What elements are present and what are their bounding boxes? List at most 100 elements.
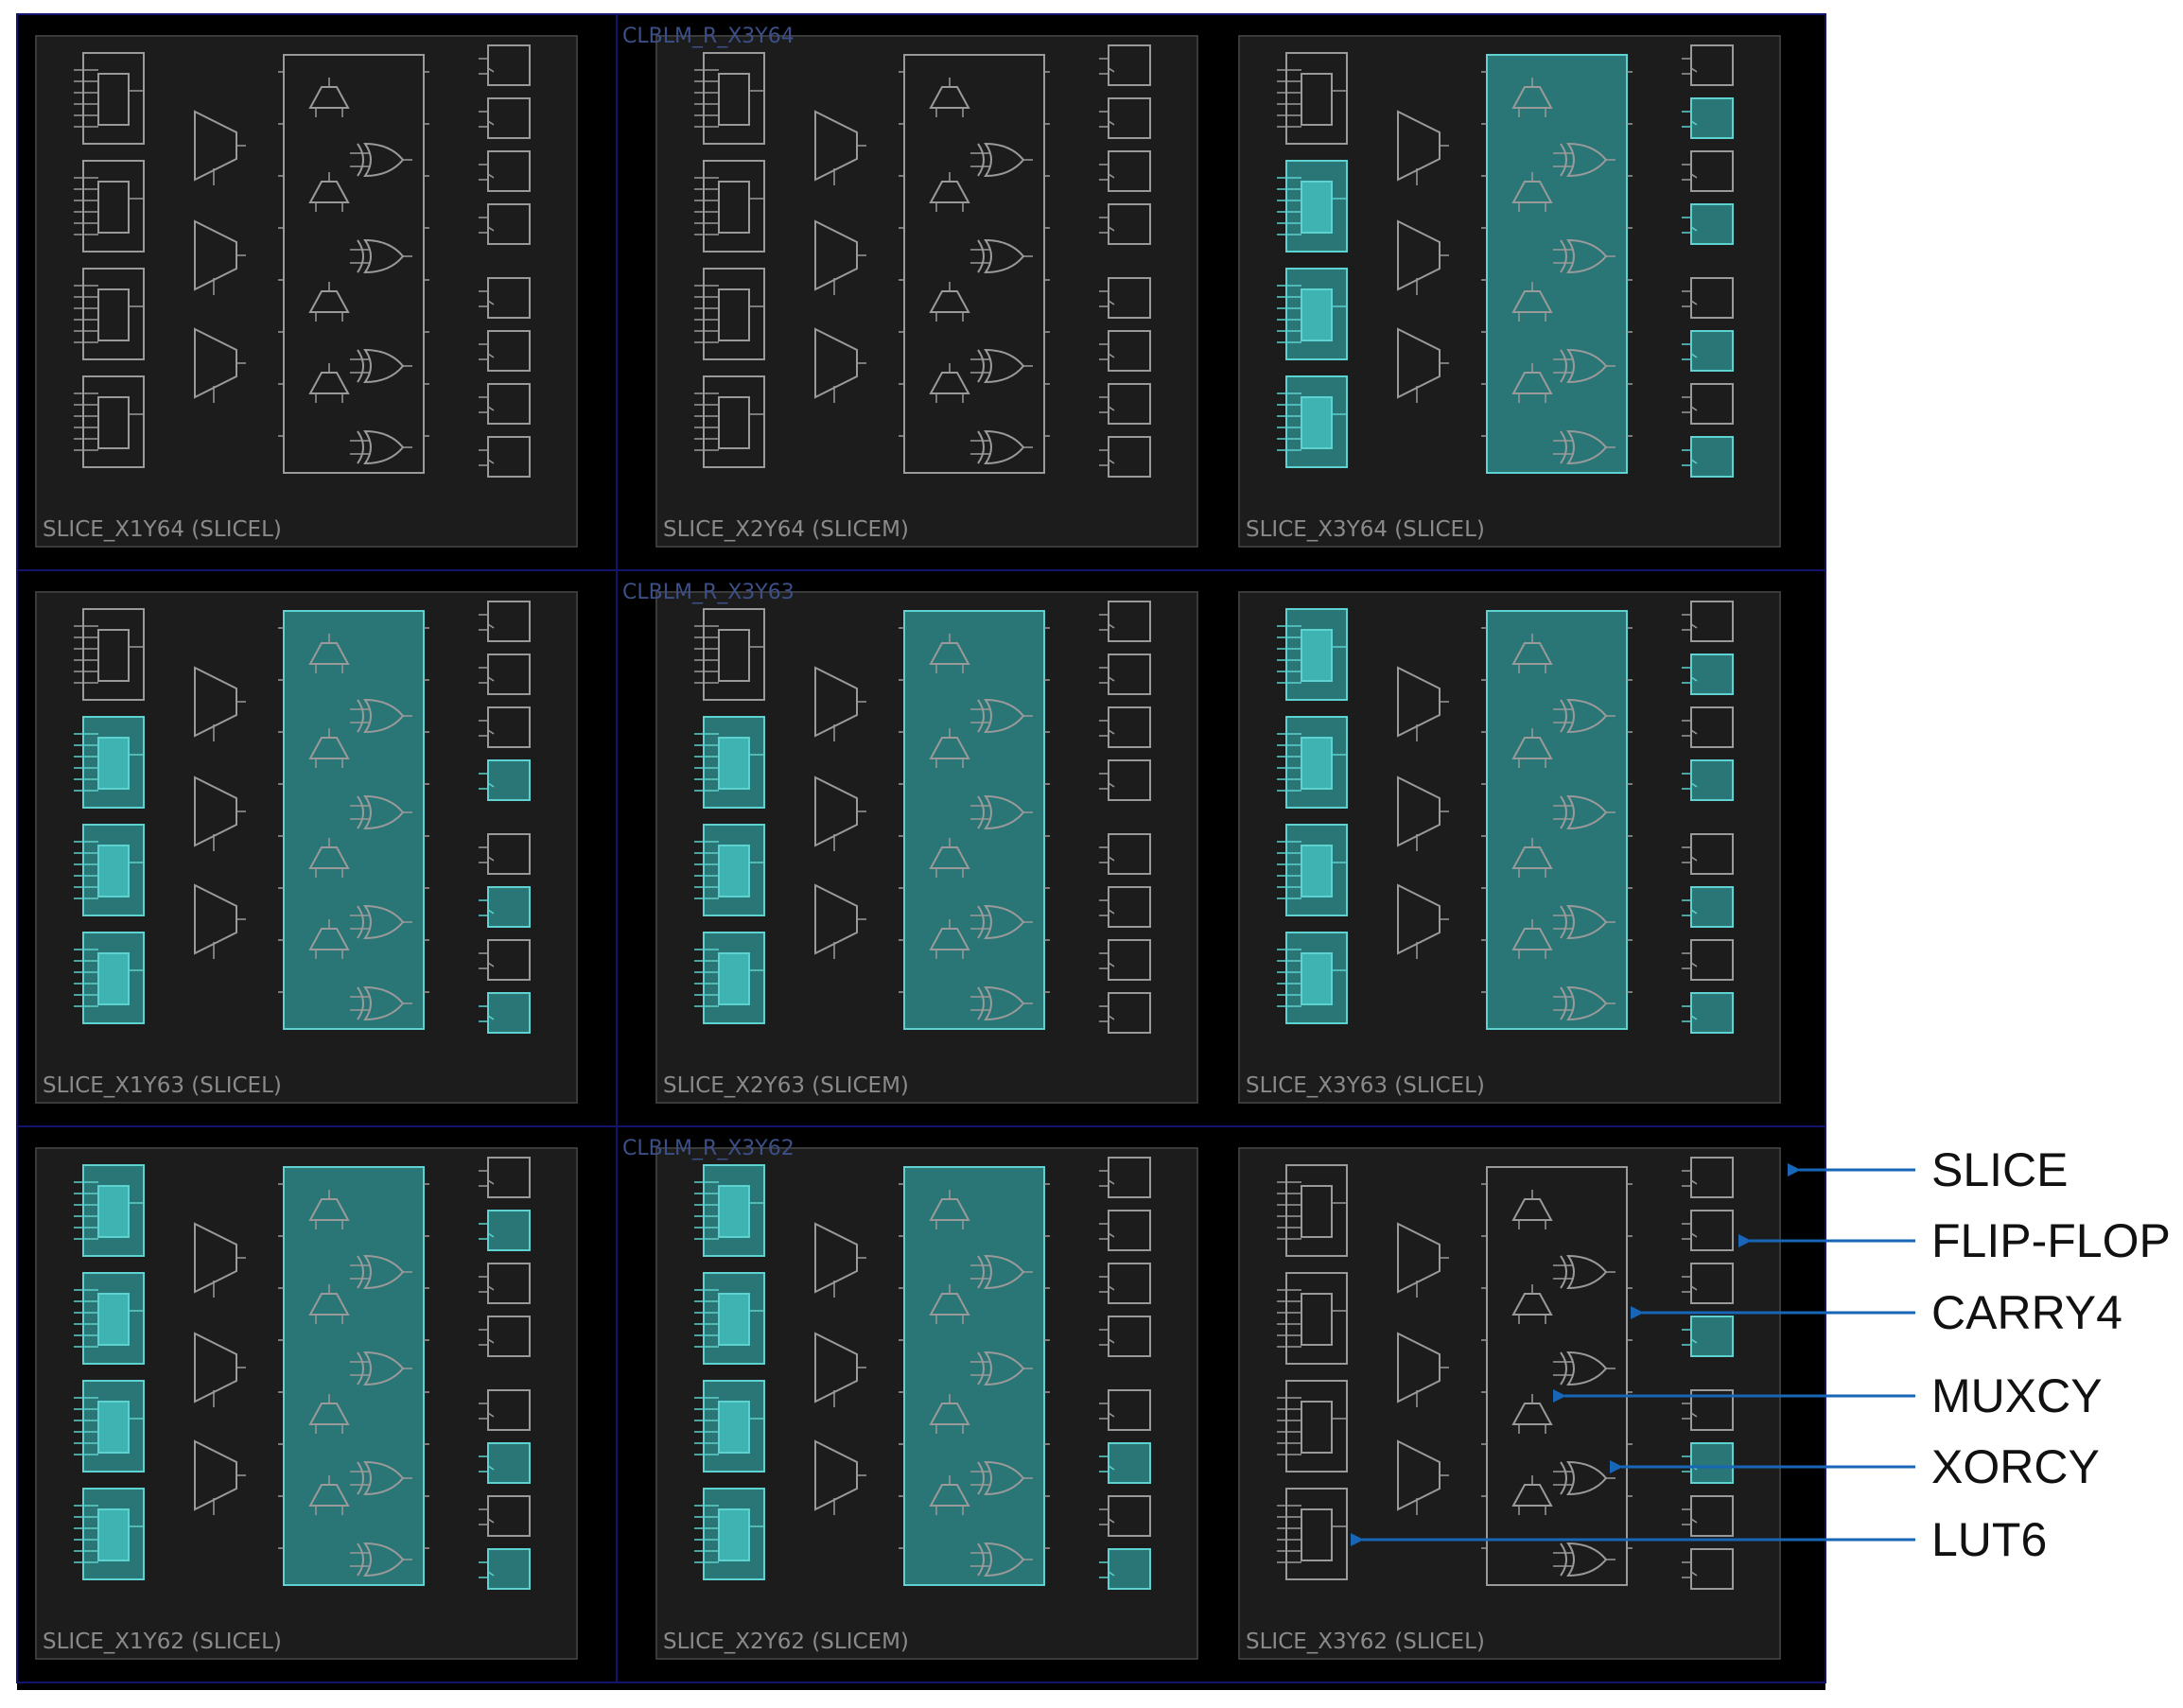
flip-flop[interactable] <box>1682 1316 1734 1357</box>
muxcy[interactable] <box>929 1394 970 1434</box>
lut6[interactable] <box>74 268 145 360</box>
lut6[interactable] <box>694 932 765 1024</box>
xorcy[interactable] <box>350 238 412 274</box>
lut6[interactable] <box>74 1488 145 1580</box>
xorcy[interactable] <box>1553 429 1615 465</box>
muxcy[interactable] <box>308 172 350 212</box>
f-mux[interactable] <box>1397 666 1449 741</box>
lut6[interactable] <box>1277 375 1348 468</box>
carry4[interactable] <box>1481 1166 1633 1586</box>
flip-flop[interactable] <box>1099 1316 1151 1357</box>
flip-flop[interactable] <box>1682 833 1734 875</box>
flip-flop[interactable] <box>1099 203 1151 245</box>
muxcy[interactable] <box>929 634 970 673</box>
f-mux[interactable] <box>1397 110 1449 185</box>
flip-flop[interactable] <box>479 1263 531 1304</box>
flip-flop[interactable] <box>479 886 531 928</box>
muxcy[interactable] <box>929 363 970 403</box>
flip-flop[interactable] <box>1682 886 1734 928</box>
muxcy[interactable] <box>1511 1394 1553 1434</box>
f-mux[interactable] <box>194 883 246 959</box>
xorcy[interactable] <box>970 985 1033 1021</box>
xorcy[interactable] <box>970 1460 1033 1496</box>
lut6[interactable] <box>74 824 145 916</box>
lut6[interactable] <box>1277 1272 1348 1365</box>
flip-flop[interactable] <box>479 97 531 139</box>
muxcy[interactable] <box>308 919 350 959</box>
lut6[interactable] <box>694 1164 765 1257</box>
flip-flop[interactable] <box>1682 1442 1734 1484</box>
muxcy[interactable] <box>1511 919 1553 959</box>
f-mux[interactable] <box>1397 1222 1449 1298</box>
flip-flop[interactable] <box>1099 1548 1151 1590</box>
xorcy[interactable] <box>970 794 1033 830</box>
lut6[interactable] <box>1277 1488 1348 1580</box>
f-mux[interactable] <box>1397 883 1449 959</box>
lut6[interactable] <box>1277 716 1348 809</box>
muxcy[interactable] <box>1511 363 1553 403</box>
xorcy[interactable] <box>1553 985 1615 1021</box>
muxcy[interactable] <box>1511 1284 1553 1324</box>
f-mux[interactable] <box>814 666 866 741</box>
flip-flop[interactable] <box>479 759 531 801</box>
flip-flop[interactable] <box>1682 706 1734 748</box>
xorcy[interactable] <box>1553 348 1615 384</box>
f-mux[interactable] <box>814 1439 866 1515</box>
xorcy[interactable] <box>1553 1542 1615 1577</box>
xorcy[interactable] <box>1553 1460 1615 1496</box>
xorcy[interactable] <box>350 1254 412 1290</box>
flip-flop[interactable] <box>1099 1263 1151 1304</box>
muxcy[interactable] <box>308 1394 350 1434</box>
flip-flop[interactable] <box>479 939 531 981</box>
flip-flop[interactable] <box>1099 886 1151 928</box>
muxcy[interactable] <box>929 1475 970 1515</box>
flip-flop[interactable] <box>479 277 531 319</box>
lut6[interactable] <box>74 1272 145 1365</box>
flip-flop[interactable] <box>479 1442 531 1484</box>
flip-flop[interactable] <box>479 992 531 1034</box>
lut6[interactable] <box>74 1164 145 1257</box>
flip-flop[interactable] <box>1099 1442 1151 1484</box>
f-mux[interactable] <box>1397 327 1449 403</box>
slice-2[interactable]: SLICE_X3Y62 (SLICEL) <box>1238 1147 1781 1660</box>
carry4[interactable] <box>899 610 1050 1030</box>
xorcy[interactable] <box>350 794 412 830</box>
xorcy[interactable] <box>1553 698 1615 734</box>
muxcy[interactable] <box>929 728 970 768</box>
flip-flop[interactable] <box>479 1210 531 1251</box>
muxcy[interactable] <box>308 1475 350 1515</box>
lut6[interactable] <box>1277 52 1348 145</box>
muxcy[interactable] <box>1511 172 1553 212</box>
f-mux[interactable] <box>194 1439 246 1515</box>
xorcy[interactable] <box>970 698 1033 734</box>
muxcy[interactable] <box>308 282 350 322</box>
flip-flop[interactable] <box>1682 150 1734 192</box>
flip-flop[interactable] <box>479 1548 531 1590</box>
lut6[interactable] <box>74 1380 145 1473</box>
xorcy[interactable] <box>970 1351 1033 1386</box>
carry4[interactable] <box>1481 610 1633 1030</box>
f-mux[interactable] <box>814 1332 866 1407</box>
lut6[interactable] <box>1277 1164 1348 1257</box>
muxcy[interactable] <box>929 282 970 322</box>
flip-flop[interactable] <box>1099 939 1151 981</box>
slice-0[interactable]: SLICE_X1Y62 (SLICEL) <box>35 1147 578 1660</box>
flip-flop[interactable] <box>1682 939 1734 981</box>
carry4[interactable] <box>899 54 1050 474</box>
flip-flop[interactable] <box>1099 44 1151 86</box>
flip-flop[interactable] <box>479 1389 531 1431</box>
xorcy[interactable] <box>970 904 1033 940</box>
flip-flop[interactable] <box>1682 1495 1734 1537</box>
xorcy[interactable] <box>350 1351 412 1386</box>
muxcy[interactable] <box>929 838 970 878</box>
xorcy[interactable] <box>350 698 412 734</box>
f-mux[interactable] <box>194 666 246 741</box>
muxcy[interactable] <box>1511 838 1553 878</box>
flip-flop[interactable] <box>1682 759 1734 801</box>
flip-flop[interactable] <box>1099 601 1151 642</box>
flip-flop[interactable] <box>479 706 531 748</box>
xorcy[interactable] <box>1553 794 1615 830</box>
xorcy[interactable] <box>1553 904 1615 940</box>
xorcy[interactable] <box>350 1460 412 1496</box>
lut6[interactable] <box>694 716 765 809</box>
